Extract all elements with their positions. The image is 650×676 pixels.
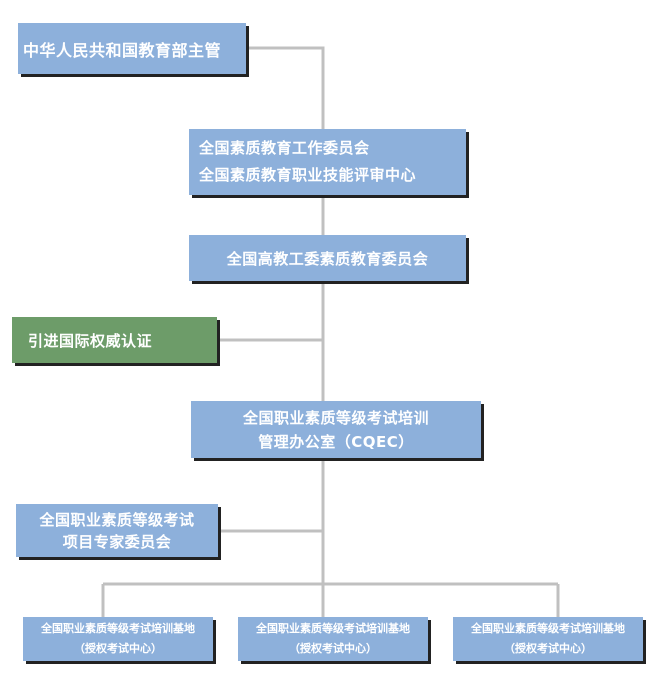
node-committees-label-2: 全国素质教育职业技能评审中心 <box>199 166 417 184</box>
node-higher-ed-committee-label: 全国高教工委素质教育委员会 <box>226 249 429 268</box>
node-training-base-2: 全国职业素质等级考试培训基地 （授权考试中心） <box>238 617 428 661</box>
node-training-base-3-label-1: 全国职业素质等级考试培训基地 <box>471 622 625 635</box>
connector-ministry <box>246 46 325 129</box>
node-ministry-label: 中华人民共和国教育部主管 <box>23 40 222 60</box>
node-training-base-3: 全国职业素质等级考试培训基地 （授权考试中心） <box>453 617 643 661</box>
node-training-base-2-label-2: （授权考试中心） <box>289 642 377 655</box>
node-cqec-office: 全国职业素质等级考试培训 管理办公室（CQEC） <box>191 401 481 458</box>
node-training-base-1-label-1: 全国职业素质等级考试培训基地 <box>41 622 195 635</box>
node-expert-committee-label-1: 全国职业素质等级考试 <box>39 510 195 529</box>
node-intl-certification-label: 引进国际权威认证 <box>28 331 153 350</box>
node-higher-ed-committee: 全国高教工委素质教育委员会 <box>189 235 466 281</box>
node-expert-committee: 全国职业素质等级考试 项目专家委员会 <box>16 504 218 557</box>
node-committees: 全国素质教育工作委员会 全国素质教育职业技能评审中心 <box>189 129 466 195</box>
node-training-base-1: 全国职业素质等级考试培训基地 （授权考试中心） <box>23 617 213 661</box>
node-intl-certification: 引进国际权威认证 <box>12 317 217 363</box>
node-cqec-office-label-2: 管理办公室（CQEC） <box>258 432 414 451</box>
node-ministry: 中华人民共和国教育部主管 <box>18 23 246 74</box>
node-training-base-3-label-2: （授权考试中心） <box>504 642 592 655</box>
node-training-base-2-label-1: 全国职业素质等级考试培训基地 <box>256 622 410 635</box>
node-cqec-office-label-1: 全国职业素质等级考试培训 <box>242 408 429 427</box>
node-expert-committee-label-2: 项目专家委员会 <box>62 532 172 551</box>
node-training-base-1-label-2: （授权考试中心） <box>74 642 162 655</box>
node-committees-label-1: 全国素质教育工作委员会 <box>199 139 370 157</box>
